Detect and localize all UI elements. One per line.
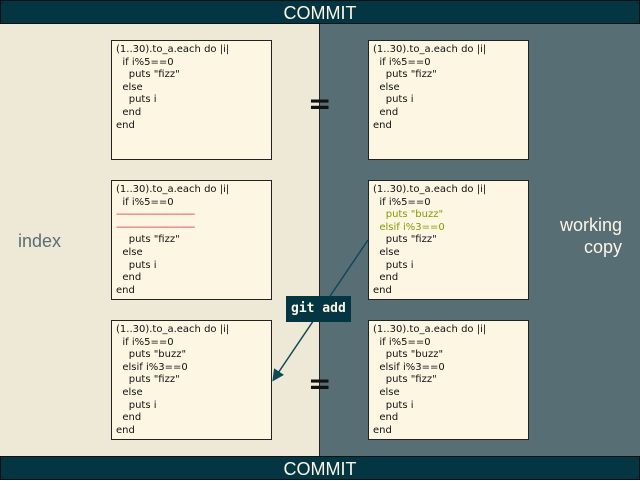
code-line: puts "fizz"	[373, 69, 437, 81]
code-line: (1..30).to_a.each do |i|	[373, 184, 487, 195]
code-line: puts "fizz"	[116, 234, 180, 246]
code-line: puts i	[116, 94, 157, 106]
code-line: puts "buzz"	[116, 349, 187, 361]
commit-footer: COMMIT	[0, 456, 640, 480]
code-line: puts "fizz"	[373, 234, 437, 246]
code-line: if i%5==0	[116, 56, 174, 68]
code-line: else	[116, 81, 143, 93]
code-line: end	[116, 106, 142, 118]
added-line: puts "buzz"	[373, 209, 444, 221]
code-box-working-top: (1..30).to_a.each do |i| if i%5==0 puts …	[368, 40, 529, 160]
code-line: puts i	[116, 399, 157, 411]
equals-sign-top: =	[308, 87, 332, 120]
code-line: puts "fizz"	[116, 374, 180, 386]
code-line: (1..30).to_a.each do |i|	[116, 184, 230, 195]
code-box-index-bottom: (1..30).to_a.each do |i| if i%5==0 puts …	[111, 320, 272, 440]
code-line: end	[373, 272, 399, 284]
code-line: if i%5==0	[116, 336, 174, 348]
code-box-working-bottom: (1..30).to_a.each do |i| if i%5==0 puts …	[368, 320, 529, 440]
added-line: elsif i%3==0	[373, 221, 445, 233]
working-copy-label-line1: working	[559, 215, 622, 235]
code-line: (1..30).to_a.each do |i|	[116, 44, 230, 55]
code-line: else	[373, 246, 400, 258]
code-line: if i%5==0	[116, 196, 174, 208]
code-line: end	[373, 106, 399, 118]
commit-header: COMMIT	[0, 0, 640, 24]
code-line: puts "fizz"	[373, 374, 437, 386]
code-line: puts i	[116, 259, 157, 271]
code-box-index-top: (1..30).to_a.each do |i| if i%5==0 puts …	[111, 40, 272, 160]
code-line: puts i	[373, 399, 414, 411]
code-line: (1..30).to_a.each do |i|	[373, 324, 487, 335]
code-line: elsif i%3==0	[116, 361, 188, 373]
removed-line: ------------------------------	[116, 221, 195, 233]
code-line: puts i	[373, 259, 414, 271]
code-line: end	[116, 272, 142, 284]
code-line: elsif i%3==0	[373, 361, 445, 373]
code-line: puts i	[373, 94, 414, 106]
code-line: end	[116, 412, 142, 424]
code-line: puts "buzz"	[373, 349, 444, 361]
code-line: else	[373, 386, 400, 398]
code-line: if i%5==0	[373, 336, 431, 348]
code-line: else	[116, 246, 143, 258]
code-line: end	[373, 424, 392, 436]
code-line: else	[116, 386, 143, 398]
equals-sign-bottom: =	[308, 367, 332, 400]
code-line: (1..30).to_a.each do |i|	[116, 324, 230, 335]
index-label: index	[18, 231, 62, 251]
code-line: (1..30).to_a.each do |i|	[373, 44, 487, 55]
code-line: end	[373, 284, 392, 296]
code-line: end	[116, 119, 135, 131]
code-line: end	[373, 412, 399, 424]
code-line: if i%5==0	[373, 56, 431, 68]
working-copy-label-line2: copy	[583, 237, 622, 257]
working-copy-label: working copy	[560, 214, 622, 258]
code-line: end	[116, 424, 135, 436]
removed-line: ------------------------------	[116, 209, 195, 221]
code-box-index-middle: (1..30).to_a.each do |i| if i%5==0------…	[111, 180, 272, 300]
code-line: puts "fizz"	[116, 69, 180, 81]
code-line: if i%5==0	[373, 196, 431, 208]
code-line: else	[373, 81, 400, 93]
code-line: end	[373, 119, 392, 131]
code-line: end	[116, 284, 135, 296]
git-add-label: git add	[286, 296, 351, 322]
code-box-working-middle: (1..30).to_a.each do |i| if i%5==0 puts …	[368, 180, 529, 300]
